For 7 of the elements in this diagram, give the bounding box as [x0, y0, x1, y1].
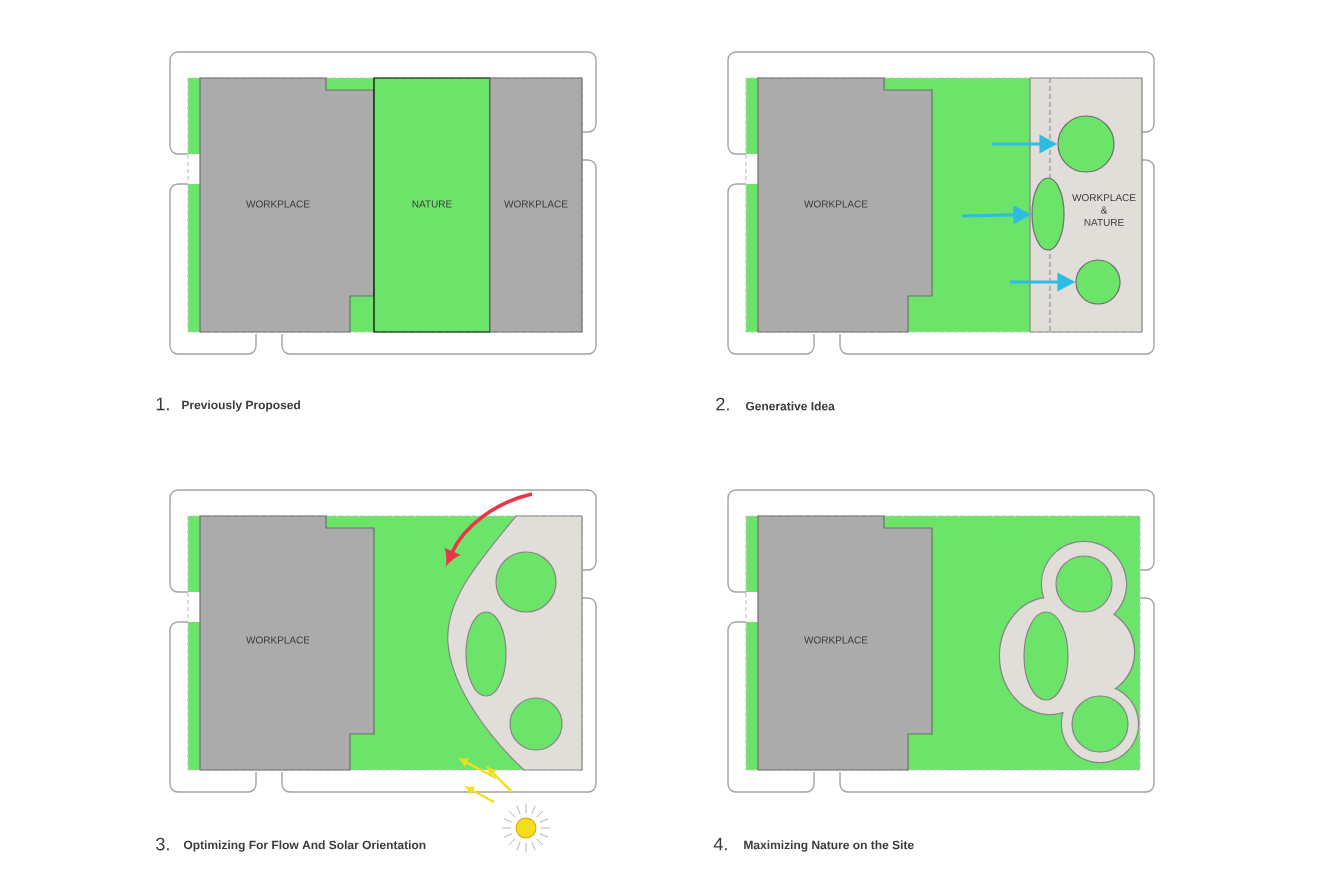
ellipse [1031, 177, 1065, 251]
circle [1075, 259, 1121, 305]
step-number: 1. [156, 397, 169, 411]
step-number: 4. [713, 837, 727, 851]
step-number: 2. [716, 397, 729, 411]
step-number: 3. [156, 837, 169, 851]
circle [1057, 115, 1115, 173]
